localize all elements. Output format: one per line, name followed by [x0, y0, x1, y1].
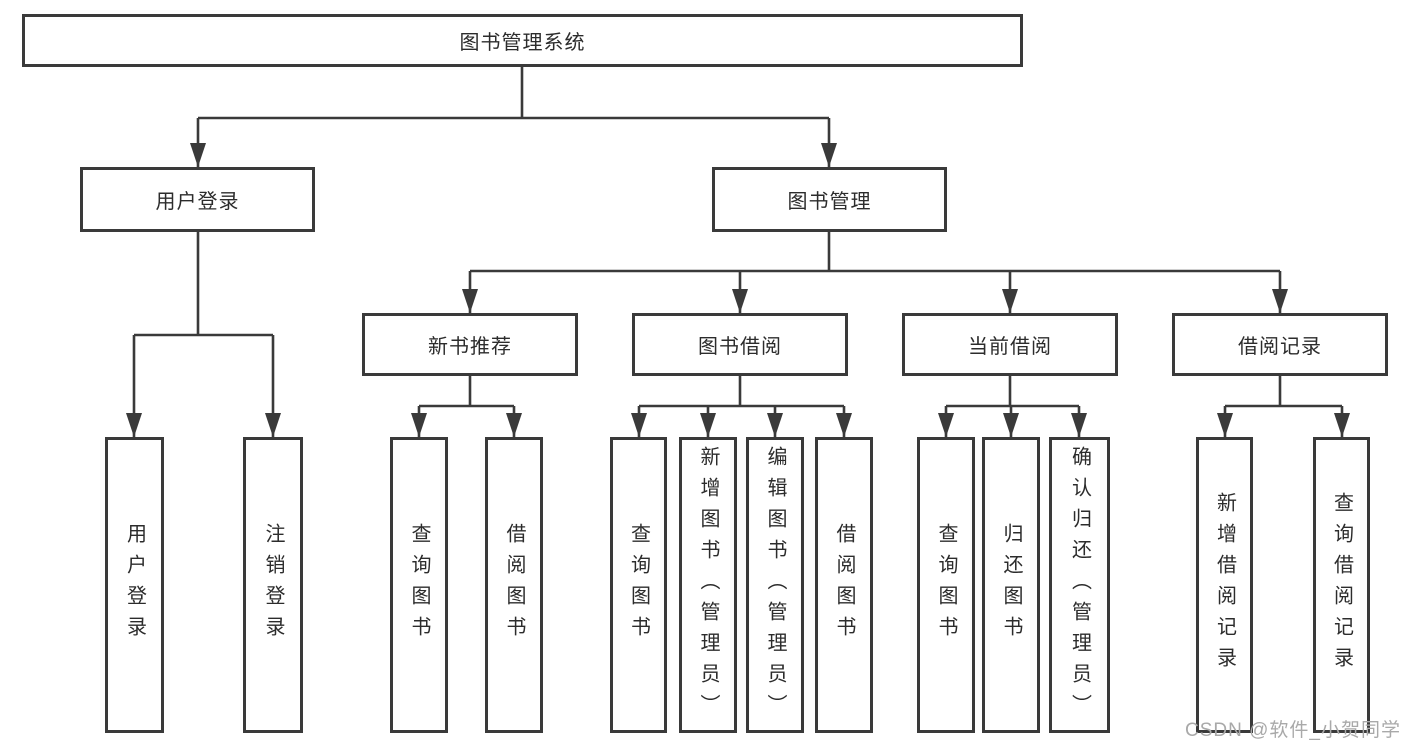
arrowhead-icon: [265, 413, 281, 437]
node-book-management: 图书管理: [712, 167, 947, 232]
leaf-label: 查询图书: [627, 523, 650, 647]
node-leaf-confirm-return-admin: 确认归还（管理员）: [1049, 437, 1110, 733]
leaf-label: 编辑图书（管理员）: [764, 445, 786, 725]
arrowhead-icon: [462, 289, 478, 313]
node-leaf-add-borrow-record: 新增借阅记录: [1196, 437, 1253, 733]
leaf-label: 用户登录: [123, 523, 146, 647]
arrowhead-icon: [411, 413, 427, 437]
leaf-label: 查询图书: [935, 523, 957, 647]
connector-management-split: [462, 232, 1288, 313]
node-user-login: 用户登录: [80, 167, 315, 232]
csdn-watermark: CSDN @软件_小贺同学: [1185, 720, 1401, 741]
arrowhead-icon: [506, 413, 522, 437]
node-leaf-query-borrow-record: 查询借阅记录: [1313, 437, 1370, 733]
arrowhead-icon: [190, 143, 206, 167]
arrowhead-icon: [836, 413, 852, 437]
leaf-label: 新增图书（管理员）: [697, 445, 719, 725]
node-new-book-recommend: 新书推荐: [362, 313, 578, 376]
leaf-label: 归还图书: [1000, 523, 1022, 647]
node-leaf-query-books-3: 查询图书: [917, 437, 975, 733]
connector-current-subtree: [938, 376, 1087, 437]
node-leaf-return-book: 归还图书: [982, 437, 1040, 733]
connector-root-split: [190, 67, 837, 167]
arrowhead-icon: [1217, 413, 1233, 437]
arrowhead-icon: [1002, 289, 1018, 313]
arrowhead-icon: [1003, 413, 1019, 437]
node-book-borrow: 图书借阅: [632, 313, 848, 376]
leaf-label: 查询借阅记录: [1330, 492, 1353, 678]
arrowhead-icon: [821, 143, 837, 167]
leaf-label: 注销登录: [262, 523, 284, 647]
leaf-label: 新增借阅记录: [1213, 492, 1236, 678]
arrowhead-icon: [1334, 413, 1350, 437]
leaf-label: 借阅图书: [833, 523, 855, 647]
node-leaf-logout: 注销登录: [243, 437, 303, 733]
arrowhead-icon: [767, 413, 783, 437]
connector-records-subtree: [1217, 376, 1350, 437]
node-leaf-edit-book-admin: 编辑图书（管理员）: [746, 437, 804, 733]
connector-login-subtree: [126, 232, 281, 437]
connector-recommend-subtree: [411, 376, 522, 437]
arrowhead-icon: [732, 289, 748, 313]
arrowhead-icon: [126, 413, 142, 437]
leaf-label: 确认归还（管理员）: [1068, 445, 1091, 725]
node-leaf-query-books-2: 查询图书: [610, 437, 667, 733]
node-leaf-query-books-1: 查询图书: [390, 437, 448, 733]
node-leaf-borrow-books-1: 借阅图书: [485, 437, 543, 733]
leaf-label: 查询图书: [408, 523, 430, 647]
arrowhead-icon: [1272, 289, 1288, 313]
node-library-system: 图书管理系统: [22, 14, 1023, 67]
arrowhead-icon: [1071, 413, 1087, 437]
node-leaf-user-login: 用户登录: [105, 437, 164, 733]
node-current-borrow: 当前借阅: [902, 313, 1118, 376]
node-borrow-records: 借阅记录: [1172, 313, 1388, 376]
connector-borrow-subtree: [631, 376, 852, 437]
arrowhead-icon: [631, 413, 647, 437]
node-leaf-borrow-books-2: 借阅图书: [815, 437, 873, 733]
arrowhead-icon: [938, 413, 954, 437]
leaf-label: 借阅图书: [503, 523, 525, 647]
node-leaf-add-book-admin: 新增图书（管理员）: [679, 437, 737, 733]
arrowhead-icon: [700, 413, 716, 437]
